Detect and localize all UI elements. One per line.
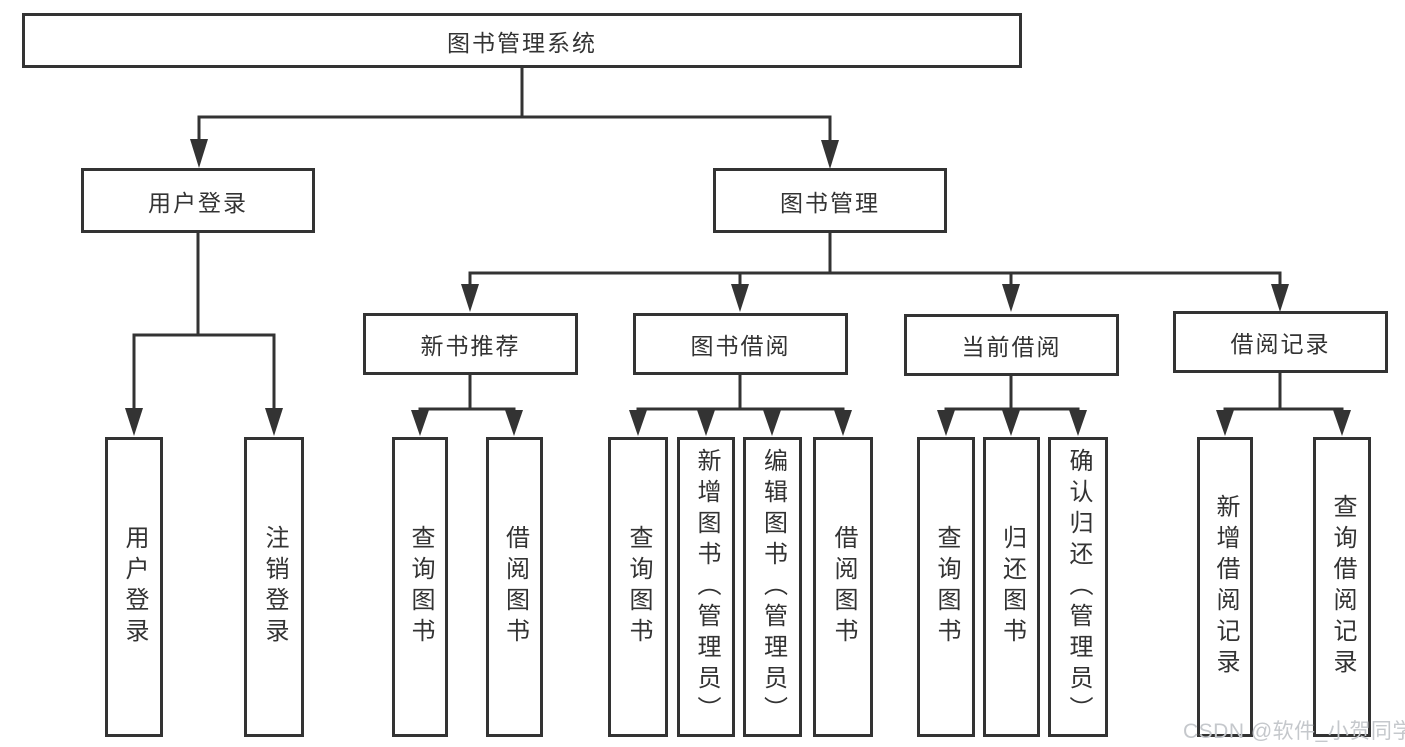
node-current-borrow-label: 当前借阅 (961, 334, 1062, 360)
node-root-label: 图书管理系统 (447, 29, 597, 56)
leaf-cb-confirm-label: 确认归还（管理员） (1065, 447, 1092, 727)
leaf-cb-return-label: 归还图书 (998, 525, 1026, 649)
leaf-bb-query: 查询图书 (608, 437, 668, 737)
leaf-user-login: 用户登录 (105, 437, 163, 737)
leaf-logout: 注销登录 (244, 437, 304, 737)
node-book-borrow: 图书借阅 (633, 313, 848, 375)
leaf-bb-edit: 编辑图书（管理员） (743, 437, 802, 737)
node-new-book-rec-label: 新书推荐 (420, 333, 521, 359)
arrowhead-current-borrow (1002, 284, 1020, 312)
leaf-nb-query-label: 查询图书 (407, 525, 434, 649)
leaf-br-query-label: 查询借阅记录 (1329, 494, 1356, 680)
arrowhead-leaf-nb-borrow (505, 410, 523, 436)
level1-branch-line (197, 115, 832, 141)
arrowhead-book-borrow (731, 284, 749, 312)
node-book-mgmt: 图书管理 (713, 168, 947, 233)
csdn-watermark: CSDN @软件_小贺同学 (1183, 720, 1405, 743)
node-book-mgmt-label: 图书管理 (780, 189, 880, 216)
leaf-cb-query: 查询图书 (917, 437, 975, 737)
node-user-login-group: 用户登录 (81, 168, 315, 233)
arrowhead-leaf-bb-borrow (834, 410, 852, 436)
user-login-branch-line (132, 333, 276, 409)
leaf-bb-edit-label: 编辑图书（管理员） (759, 447, 787, 727)
leaf-br-add: 新增借阅记录 (1197, 437, 1253, 737)
arrowhead-borrow-records (1271, 284, 1289, 312)
new-book-rec-branch-line (418, 407, 516, 412)
borrow-records-branch-line (1223, 407, 1344, 412)
leaf-br-add-label: 新增借阅记录 (1212, 494, 1239, 680)
node-root: 图书管理系统 (22, 13, 1022, 68)
book-mgmt-branch-line (468, 271, 1282, 285)
arrowhead-leaf-nb-query (411, 410, 429, 436)
arrowheads (125, 139, 1351, 436)
arrowhead-user-login-group (190, 139, 208, 168)
leaf-bb-query-label: 查询图书 (625, 525, 652, 649)
arrowhead-leaf-logout (265, 408, 283, 436)
arrowhead-leaf-cb-query (937, 410, 955, 436)
leaf-user-login-label: 用户登录 (121, 525, 148, 649)
leaf-logout-label: 注销登录 (261, 525, 288, 649)
leaf-bb-borrow-label: 借阅图书 (830, 525, 857, 649)
leaf-br-query: 查询借阅记录 (1313, 437, 1371, 737)
leaf-nb-borrow: 借阅图书 (486, 437, 543, 737)
leaf-cb-return: 归还图书 (983, 437, 1040, 737)
arrowhead-leaf-bb-add (697, 410, 715, 436)
arrowhead-leaf-user-login (125, 408, 143, 436)
book-borrow-branch-line (636, 407, 845, 412)
arrowhead-leaf-br-add (1216, 410, 1234, 436)
leaf-cb-confirm: 确认归还（管理员） (1048, 437, 1108, 737)
arrowhead-leaf-cb-return (1002, 410, 1020, 436)
leaf-cb-query-label: 查询图书 (933, 525, 960, 649)
node-current-borrow: 当前借阅 (904, 314, 1119, 376)
arrowhead-new-book-rec (461, 284, 479, 312)
node-borrow-records-label: 借阅记录 (1230, 331, 1331, 357)
node-borrow-records: 借阅记录 (1173, 311, 1388, 373)
node-user-login-group-label: 用户登录 (148, 189, 248, 216)
arrowhead-leaf-br-query (1333, 410, 1351, 436)
arrowhead-leaf-bb-edit (763, 410, 781, 436)
arrowhead-leaf-cb-confirm (1069, 410, 1087, 436)
leaf-bb-borrow: 借阅图书 (813, 437, 873, 737)
node-new-book-rec: 新书推荐 (363, 313, 578, 375)
leaf-bb-add: 新增图书（管理员） (677, 437, 735, 737)
node-book-borrow-label: 图书借阅 (690, 333, 791, 359)
arrowhead-leaf-bb-query (629, 410, 647, 436)
leaf-nb-borrow-label: 借阅图书 (501, 525, 529, 649)
leaf-bb-add-label: 新增图书（管理员） (693, 447, 720, 727)
arrowhead-book-mgmt (821, 140, 839, 169)
leaf-nb-query: 查询图书 (392, 437, 448, 737)
